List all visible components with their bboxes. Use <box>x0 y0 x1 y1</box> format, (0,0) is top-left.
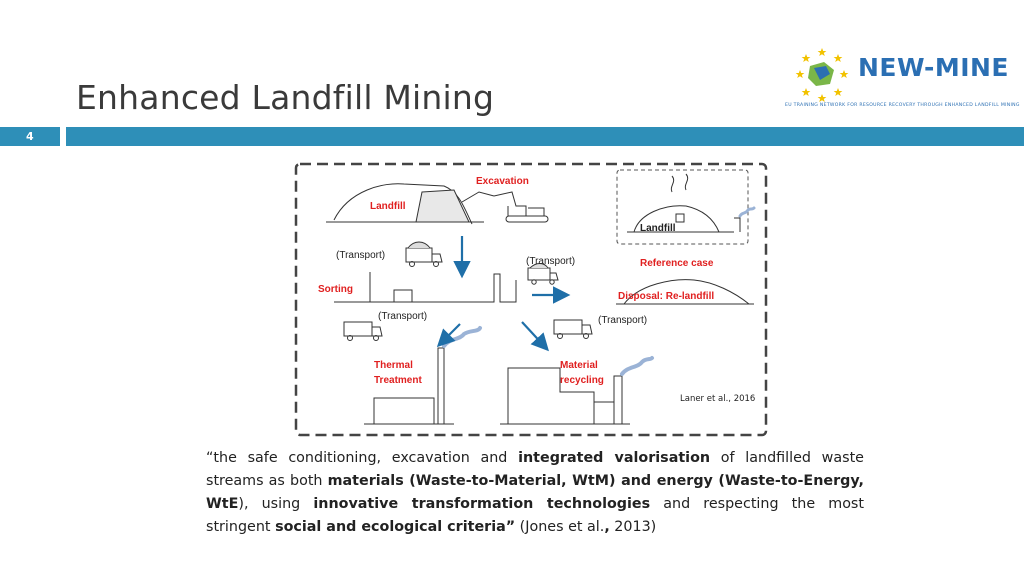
quote-part-5: (Jones et al. <box>515 519 605 535</box>
reference-landfill <box>627 173 741 233</box>
material-recycling-plant <box>500 367 630 425</box>
quote-part-4: and respecting the most stringent <box>206 496 864 535</box>
label-transport-4: (Transport) <box>598 315 648 326</box>
label-transport-1: (Transport) <box>336 250 386 261</box>
truck-3 <box>527 263 559 285</box>
quote-bold-2: materials (Waste-to-Material, WtM) and e… <box>206 473 864 512</box>
logo-name: NEW-MINE <box>858 53 1010 82</box>
arrow-to-recycling <box>521 321 549 352</box>
truck-2 <box>343 321 383 341</box>
landfill-mound <box>333 183 473 225</box>
truck-1 <box>405 241 443 267</box>
label-landfill: Landfill <box>370 201 406 212</box>
label-disposal: Disposal: Re-landfill <box>618 291 715 302</box>
quote-bold-4: social and ecological criteria” <box>275 519 516 535</box>
citation-laner: Laner et al., 2016 <box>680 394 756 404</box>
label-reference-case: Reference case <box>640 258 714 269</box>
excavator <box>461 191 495 203</box>
label-thermal-line-1: Thermal <box>374 360 413 371</box>
quote-bold-5: , <box>604 519 610 535</box>
quote-part-1: “the safe conditioning, excavation and <box>206 450 519 466</box>
label-sorting: Sorting <box>318 284 353 295</box>
quote-part-3: ), using <box>238 496 314 512</box>
arrow-to-thermal <box>436 323 461 348</box>
slide-title: Enhanced Landfill Mining <box>76 78 495 117</box>
title-underline-bar <box>66 127 1024 146</box>
quote-bold-1: integrated valorisation <box>518 450 711 466</box>
smoke-plume-2 <box>620 356 654 376</box>
logo-tagline: EU TRAINING NETWORK FOR RESOURCE RECOVER… <box>785 103 1020 108</box>
diagram-frame <box>294 162 768 437</box>
sorting-facility <box>334 272 517 303</box>
diagram-sketch <box>294 162 768 437</box>
reference-case-frame <box>616 169 749 245</box>
slide-number: 4 <box>0 127 60 146</box>
definition-quote: “the safe conditioning, excavation and i… <box>206 447 864 539</box>
landfill-mining-diagram: Excavation Landfill (Transport) (Transpo… <box>294 162 768 437</box>
label-material-line-2: recycling <box>560 375 604 386</box>
label-transport-2: (Transport) <box>526 256 576 267</box>
thermal-treatment-plant <box>364 347 454 425</box>
label-excavation: Excavation <box>476 176 529 187</box>
quote-part-6: 2013) <box>609 519 657 535</box>
label-transport-3: (Transport) <box>378 311 428 322</box>
smoke-plume-1 <box>442 326 482 348</box>
smoke-plume-3 <box>738 206 756 218</box>
label-material-line-1: Material <box>560 360 598 371</box>
quote-bold-3: innovative transformation technologies <box>313 496 651 512</box>
logo-emblem-icon <box>795 48 849 102</box>
re-landfill-mound <box>623 279 750 305</box>
quote-part-2: of landfilled waste streams as both <box>206 450 864 489</box>
label-reference-landfill: Landfill <box>640 223 676 234</box>
new-mine-logo <box>780 44 1024 116</box>
truck-4 <box>553 319 593 339</box>
label-thermal-line-2: Treatment <box>374 375 422 386</box>
